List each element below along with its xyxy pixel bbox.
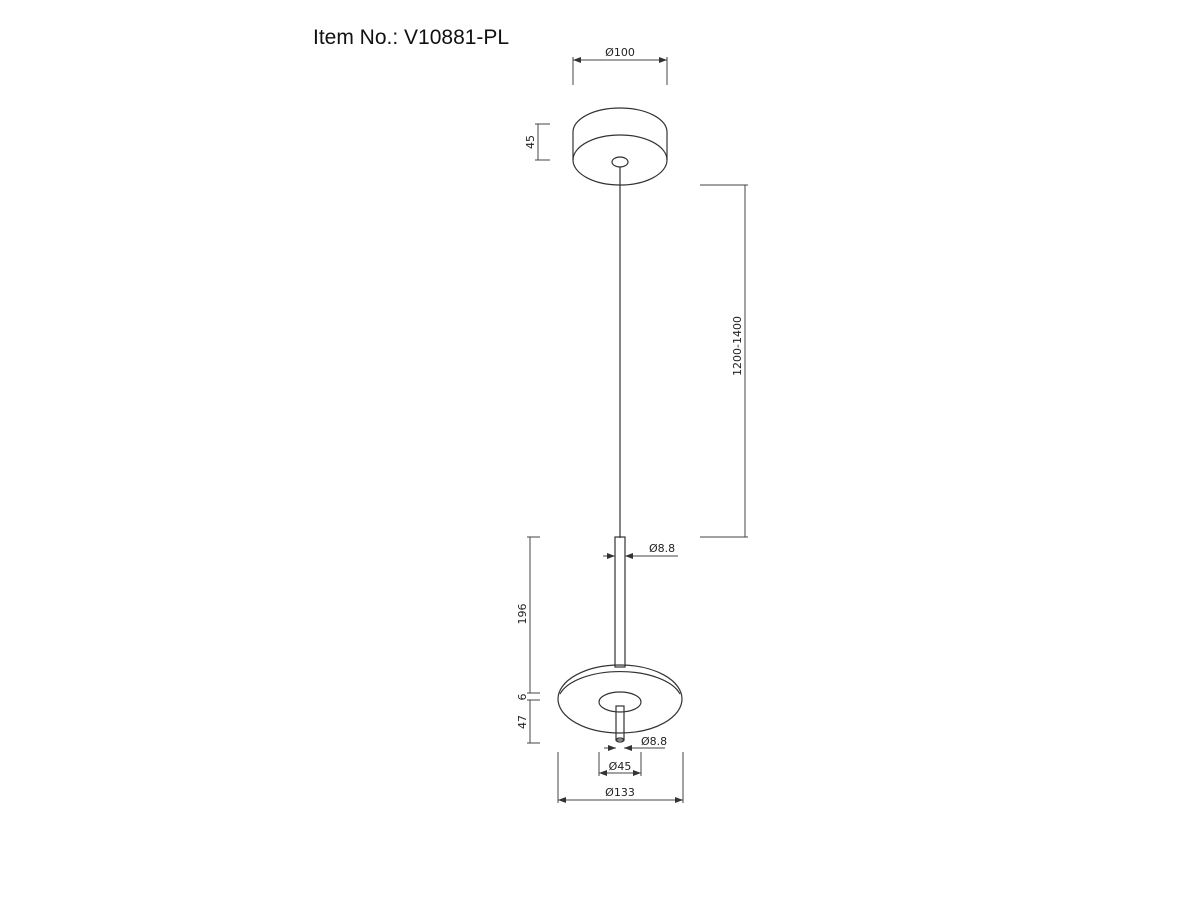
label-rod-length: 196 [516,604,529,625]
label-cable-length: 1200-1400 [731,316,744,376]
label-canopy-height: 45 [524,135,537,149]
lamp-disc [557,664,683,743]
dim-disc-diameter: Ø133 [557,752,684,803]
dim-rod-diameter-bottom: Ø8.8 [604,735,667,751]
dim-cable-length: 1200-1400 [700,184,748,538]
dim-canopy-diameter: Ø100 [572,46,668,85]
label-disc-thickness: 6 [516,694,529,701]
label-rod-diameter-top: Ø8.8 [649,542,675,555]
label-canopy-diameter: Ø100 [605,46,635,59]
dim-rod-diameter-top: Ø8.8 [603,542,678,559]
dim-vertical-stack: 196 6 47 [516,536,540,744]
label-lower-height: 47 [516,715,529,729]
label-disc-diameter: Ø133 [605,786,635,799]
upper-rod [614,536,626,668]
label-rod-diameter-bottom: Ø8.8 [641,735,667,748]
dim-inner-diameter: Ø45 [598,752,642,776]
dim-canopy-height: 45 [524,123,550,161]
cable-hole [611,156,629,168]
label-inner-diameter: Ø45 [609,760,632,773]
item-number-title: Item No.: V10881-PL [313,26,510,49]
